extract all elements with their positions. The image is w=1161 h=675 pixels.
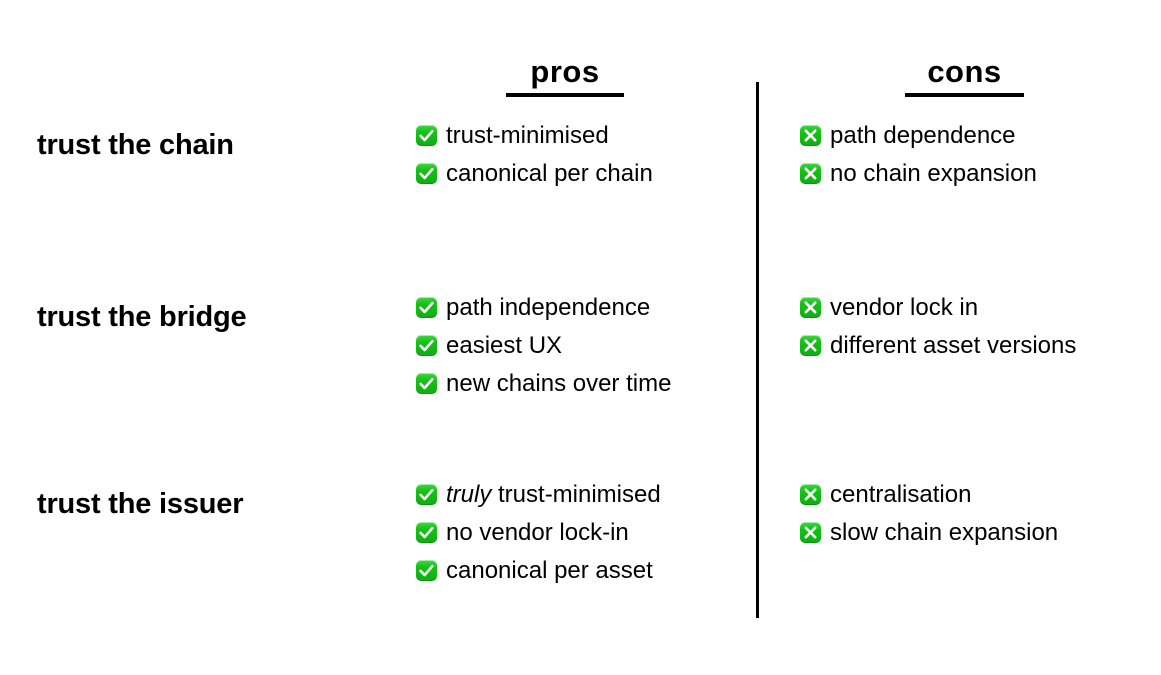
con-item-label: different asset versions <box>830 332 1077 359</box>
con-list-item: different asset versions <box>800 334 1145 358</box>
pro-list-item: canonical per chain <box>416 162 746 186</box>
pro-list-item: new chains over time <box>416 372 746 396</box>
row-label-trust-the-bridge: trust the bridge <box>37 301 247 333</box>
cross-mark-button-icon <box>800 125 821 146</box>
con-item-label: centralisation <box>830 481 972 508</box>
pro-item-label: trust-minimised <box>446 122 609 149</box>
pro-item-label: path independence <box>446 294 651 321</box>
column-header-pros: pros <box>506 56 624 97</box>
pros-list-row-1: path independence easiest UX new chains ov… <box>416 296 746 396</box>
column-divider <box>756 82 759 618</box>
pro-list-item: no vendor lock-in <box>416 521 746 545</box>
emphasised-word: truly <box>446 481 492 508</box>
check-mark-button-icon <box>416 297 437 318</box>
row-label-trust-the-issuer: trust the issuer <box>37 488 244 520</box>
cons-list-row-0: path dependence no chain expansion <box>800 124 1145 186</box>
con-list-item: vendor lock in <box>800 296 1145 320</box>
column-header-pros-label: pros <box>530 54 600 89</box>
pro-list-item: path independence <box>416 296 746 320</box>
con-list-item: no chain expansion <box>800 162 1145 186</box>
pro-list-item: trust-minimised <box>416 124 746 148</box>
pro-list-item: easiest UX <box>416 334 746 358</box>
pros-list-row-0: trust-minimised canonical per chain <box>416 124 746 186</box>
column-header-cons-label: cons <box>927 54 1002 89</box>
check-mark-button-icon <box>416 373 437 394</box>
pros-list-row-2: truly trust-minimised no vendor lock-in ca… <box>416 483 746 583</box>
pro-item-label: canonical per asset <box>446 557 653 584</box>
check-mark-button-icon <box>416 163 437 184</box>
check-mark-button-icon <box>416 522 437 543</box>
pro-item-label: no vendor lock-in <box>446 519 629 546</box>
check-mark-button-icon <box>416 335 437 356</box>
pro-list-item: canonical per asset <box>416 559 746 583</box>
column-header-cons-underline <box>905 93 1024 97</box>
cons-list-row-2: centralisation slow chain expansion <box>800 483 1145 545</box>
cross-mark-button-icon <box>800 163 821 184</box>
pro-list-item: truly trust-minimised <box>416 483 746 507</box>
check-mark-button-icon <box>416 484 437 505</box>
pro-item-label: new chains over time <box>446 370 672 397</box>
con-item-label: slow chain expansion <box>830 519 1059 546</box>
check-mark-button-icon <box>416 125 437 146</box>
cons-list-row-1: vendor lock in different asset versions <box>800 296 1145 358</box>
pro-item-label: canonical per chain <box>446 160 653 187</box>
cross-mark-button-icon <box>800 297 821 318</box>
con-list-item: path dependence <box>800 124 1145 148</box>
cross-mark-button-icon <box>800 335 821 356</box>
column-header-pros-underline <box>506 93 624 97</box>
cross-mark-button-icon <box>800 484 821 505</box>
pro-item-label: truly trust-minimised <box>446 481 661 508</box>
con-item-label: vendor lock in <box>830 294 979 321</box>
row-label-trust-the-chain: trust the chain <box>37 129 234 161</box>
con-list-item: centralisation <box>800 483 1145 507</box>
column-header-cons: cons <box>905 56 1024 97</box>
cross-mark-button-icon <box>800 522 821 543</box>
pro-item-label: easiest UX <box>446 332 563 359</box>
check-mark-button-icon <box>416 560 437 581</box>
con-list-item: slow chain expansion <box>800 521 1145 545</box>
con-item-label: no chain expansion <box>830 160 1037 187</box>
con-item-label: path dependence <box>830 122 1016 149</box>
